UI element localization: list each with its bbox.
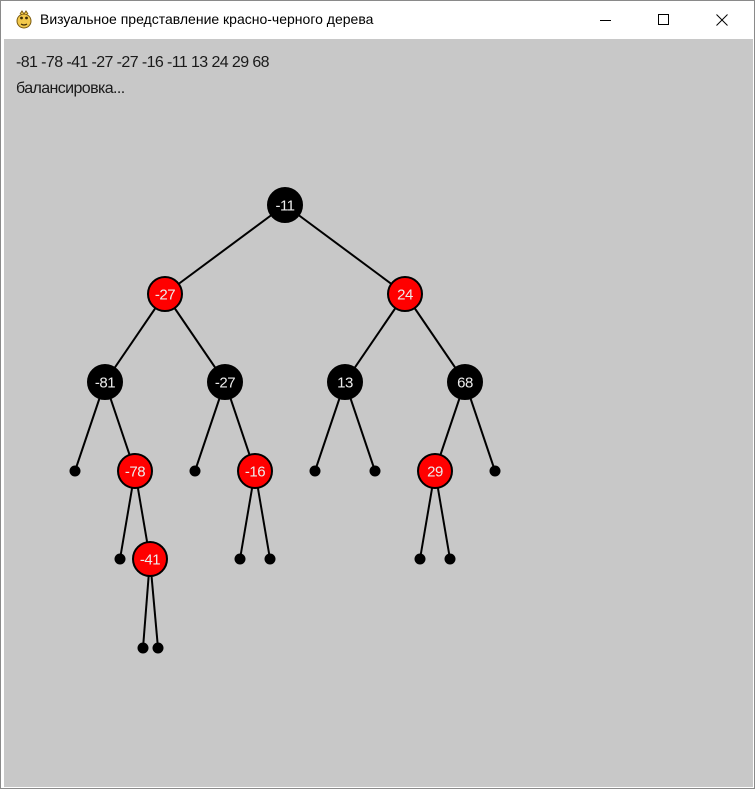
nil-leaf [414,553,426,565]
node-label: 24 [397,287,413,304]
node-label: 29 [427,464,443,481]
close-icon [716,13,728,26]
tree-node-black: -81 [87,364,123,400]
nil-leaf [234,553,246,565]
tree-node-red: -27 [147,276,183,312]
node-circle [267,187,303,223]
node-label: 68 [457,375,473,392]
maximize-icon [658,13,669,25]
nil-leaves [69,465,501,654]
tree-node-black: 68 [447,364,483,400]
node-label: -41 [140,552,160,569]
sequence-text: -81 -78 -41 -27 -27 -16 -11 13 24 29 68 [16,54,270,71]
nil-leaf [264,553,276,565]
nil-leaf [69,465,81,477]
tree-edge [164,204,286,295]
node-circle [387,276,423,312]
node-label: -11 [275,198,294,215]
node-label: -27 [155,287,175,304]
tree-node-red: 29 [417,453,453,489]
tree-edge [284,204,406,295]
node-circle [132,541,168,577]
tree-nodes: -11 -27 24 -81 -27 13 68 -78 -16 29 -41 [87,187,483,577]
title-bar[interactable]: Визуальное представление красно-черного … [1,1,754,38]
tree-node-black: -11 [267,187,303,223]
tree-node-black: -27 [207,364,243,400]
nil-leaf [114,553,126,565]
node-circle [117,453,153,489]
node-label: -81 [95,375,115,392]
nil-leaf [137,642,149,654]
node-circle [87,364,123,400]
node-label: 13 [337,375,353,392]
node-label: -78 [125,464,145,481]
nil-leaf [369,465,381,477]
python-icon [14,10,34,30]
node-label: -27 [215,375,235,392]
minimize-icon [600,19,611,21]
tree-node-red: -16 [237,453,273,489]
tree-node-red: -78 [117,453,153,489]
node-label: -16 [245,464,265,481]
node-circle [327,364,363,400]
window-title: Визуальное представление красно-черного … [40,11,374,27]
close-button[interactable] [693,1,751,38]
nil-leaf [152,642,164,654]
nil-leaf [444,553,456,565]
tree-canvas: -81 -78 -41 -27 -27 -16 -11 13 24 29 68 … [4,39,753,787]
tree-diagram: -11 -27 24 -81 -27 13 68 -78 -16 29 -41 [69,187,501,654]
tree-node-red: -41 [132,541,168,577]
node-circle [447,364,483,400]
nil-leaf [489,465,501,477]
node-circle [237,453,273,489]
node-circle [417,453,453,489]
tree-edges [74,204,496,649]
tree-node-black: 13 [327,364,363,400]
minimize-button[interactable] [577,1,635,38]
status-text: балансировка... [16,80,125,97]
node-circle [207,364,243,400]
nil-leaf [309,465,321,477]
nil-leaf [189,465,201,477]
tree-node-red: 24 [387,276,423,312]
maximize-button[interactable] [635,1,693,38]
node-circle [147,276,183,312]
